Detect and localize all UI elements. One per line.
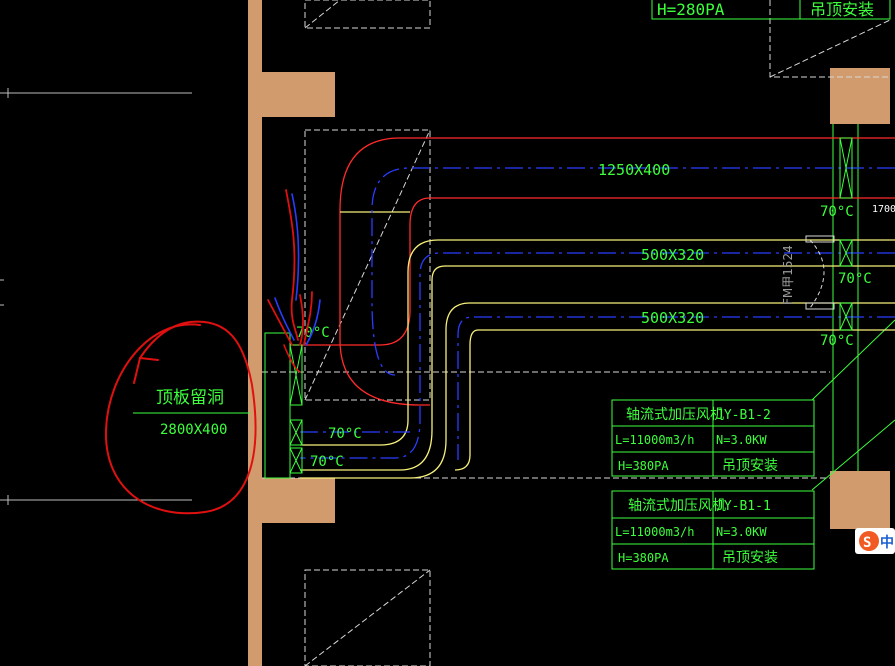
fan1-power: N=3.0KW (716, 433, 767, 447)
green-guides (133, 124, 895, 491)
branch-duct-upper-500x320[interactable] (300, 239, 895, 471)
door-width-label: 1700 (872, 204, 895, 215)
shaft-outlines (262, 0, 891, 666)
fire-dampers (264, 137, 853, 479)
damper-label-4: 70°C (820, 204, 854, 220)
fan2-pressure: H=380PA (618, 551, 669, 565)
branch-upper-size-label: 500X320 (641, 246, 704, 264)
fan2-name: 轴流式加压风机 (628, 498, 726, 514)
opening-size: 2800X400 (160, 422, 227, 438)
fan2-flow: L=11000m3/h (615, 525, 694, 539)
wall (248, 0, 890, 666)
fan2-install: 吊顶安装 (722, 550, 778, 566)
hand-markup (104, 189, 321, 515)
damper-label-3: 70°C (310, 454, 344, 470)
fan1-pressure: H=380PA (618, 459, 669, 473)
branch-duct-lower-500x320[interactable] (300, 211, 895, 479)
branch-lower-size-label: 500X320 (641, 309, 704, 327)
fan2-power: N=3.0KW (716, 525, 767, 539)
damper-label-2: 70°C (328, 426, 362, 442)
door-fm1524 (805, 235, 835, 310)
fan1-flow: L=11000m3/h (615, 433, 694, 447)
fan-table-jy-b1-2: 轴流式加压风机 JY-B1-2 L=11000m3/h N=3.0KW H=38… (611, 399, 815, 477)
top-note: H=280PA 吊顶安装 (651, 0, 891, 20)
damper-label-6: 70°C (820, 333, 854, 349)
fan1-code: JY-B1-2 (716, 408, 771, 423)
ime-badge[interactable]: S 中 (855, 528, 895, 554)
fan1-name: 轴流式加压风机 (626, 407, 724, 423)
opening-name: 顶板留洞 (156, 388, 224, 408)
fan2-code: JY-B1-1 (716, 499, 771, 514)
ime-badge-glyph: S (863, 535, 871, 551)
fan-table-jy-b1-1: 轴流式加压风机 JY-B1-1 L=11000m3/h N=3.0KW H=38… (611, 490, 815, 570)
ime-badge-char: 中 (880, 534, 894, 551)
damper-label-5: 70°C (838, 271, 872, 287)
grid-lines (0, 88, 192, 505)
main-duct-size-label: 1250X400 (598, 161, 670, 179)
top-note-pressure: H=280PA (657, 0, 725, 19)
top-note-install: 吊顶安装 (810, 0, 874, 19)
duct-centerlines (300, 167, 895, 460)
fan1-install: 吊顶安装 (722, 458, 778, 474)
door-tag: FM甲1524 (781, 245, 795, 305)
